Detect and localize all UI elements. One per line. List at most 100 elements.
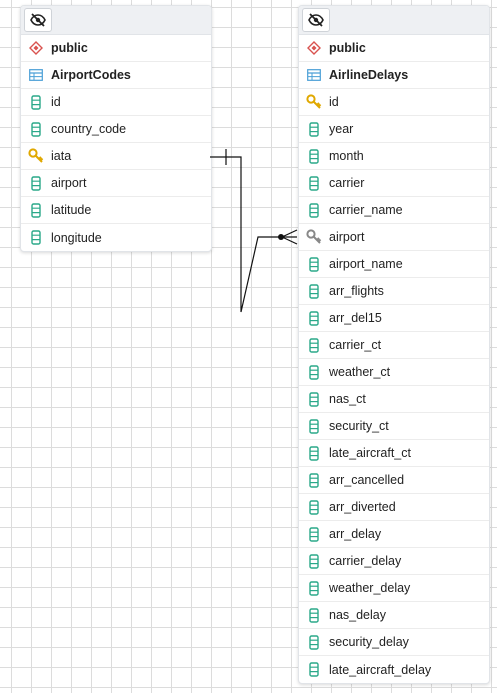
column-icon: [299, 634, 329, 650]
column-row[interactable]: airport: [21, 170, 211, 197]
column-icon: [299, 472, 329, 488]
column-icon: [299, 553, 329, 569]
column-name: late_aircraft_ct: [329, 446, 411, 460]
column-name: arr_flights: [329, 284, 384, 298]
column-row[interactable]: weather_ct: [299, 359, 489, 386]
column-row[interactable]: late_aircraft_ct: [299, 440, 489, 467]
column-row[interactable]: nas_ct: [299, 386, 489, 413]
column-icon: [299, 418, 329, 434]
table-airline-delays[interactable]: public AirlineDelays id year month carrier c…: [298, 5, 490, 684]
column-icon: [299, 121, 329, 137]
schema-row: public: [299, 35, 489, 62]
column-name: country_code: [51, 122, 127, 136]
many-cardinality-dot: [278, 234, 284, 240]
table-header: [299, 6, 489, 35]
column-name: iata: [51, 149, 72, 163]
column-name: security_delay: [329, 635, 409, 649]
column-row[interactable]: latitude: [21, 197, 211, 224]
column-row[interactable]: country_code: [21, 116, 211, 143]
column-name: arr_delay: [329, 527, 382, 541]
column-row[interactable]: carrier_name: [299, 197, 489, 224]
column-icon: [21, 94, 51, 110]
column-row[interactable]: arr_delay: [299, 521, 489, 548]
column-icon: [299, 445, 329, 461]
column-name: airport: [51, 176, 87, 190]
column-icon: [299, 526, 329, 542]
column-icon: [299, 283, 329, 299]
column-icon: [299, 202, 329, 218]
column-icon: [299, 662, 329, 677]
column-row[interactable]: arr_diverted: [299, 494, 489, 521]
column-icon: [21, 230, 51, 245]
column-row[interactable]: arr_flights: [299, 278, 489, 305]
column-icon: [299, 580, 329, 596]
column-row[interactable]: nas_delay: [299, 602, 489, 629]
column-icon: [299, 337, 329, 353]
column-name: weather_ct: [329, 365, 391, 379]
column-icon: [299, 499, 329, 515]
column-name: airport: [329, 230, 365, 244]
table-header: [21, 6, 211, 35]
column-row[interactable]: arr_cancelled: [299, 467, 489, 494]
schema-row: public: [21, 35, 211, 62]
column-name: id: [329, 95, 339, 109]
column-name: arr_diverted: [329, 500, 396, 514]
column-icon: [299, 175, 329, 191]
column-row[interactable]: year: [299, 116, 489, 143]
schema-name: public: [51, 41, 88, 55]
column-row[interactable]: iata: [21, 143, 211, 170]
column-row[interactable]: id: [299, 89, 489, 116]
column-name: airport_name: [329, 257, 403, 271]
column-name: longitude: [51, 230, 102, 245]
column-name: carrier_name: [329, 203, 403, 217]
column-icon: [21, 175, 51, 191]
schema-icon: [21, 41, 51, 55]
column-name: id: [51, 95, 61, 109]
relationship-path: [210, 156, 297, 313]
column-row[interactable]: carrier_delay: [299, 548, 489, 575]
column-row[interactable]: security_ct: [299, 413, 489, 440]
column-name: month: [329, 149, 364, 163]
column-name: late_aircraft_delay: [329, 662, 432, 677]
column-name: security_ct: [329, 419, 389, 433]
table-name: AirportCodes: [51, 68, 131, 82]
hide-eye-icon[interactable]: [302, 8, 330, 32]
column-name: latitude: [51, 203, 92, 217]
column-row[interactable]: id: [21, 89, 211, 116]
primary-key-icon: [21, 148, 51, 164]
column-icon: [299, 391, 329, 407]
column-icon: [299, 364, 329, 380]
column-name: nas_delay: [329, 608, 386, 622]
column-row[interactable]: month: [299, 143, 489, 170]
column-row[interactable]: airport: [299, 224, 489, 251]
column-row[interactable]: longitude: [21, 224, 211, 251]
table-name: AirlineDelays: [329, 68, 409, 82]
column-icon: [21, 202, 51, 218]
table-icon: [299, 69, 329, 81]
table-name-row: AirlineDelays: [299, 62, 489, 89]
hide-eye-icon[interactable]: [24, 8, 52, 32]
column-icon: [299, 148, 329, 164]
column-row[interactable]: carrier_ct: [299, 332, 489, 359]
column-row[interactable]: airport_name: [299, 251, 489, 278]
column-name: nas_ct: [329, 392, 366, 406]
foreign-key-icon: [299, 229, 329, 245]
column-icon: [299, 607, 329, 623]
column-icon: [21, 121, 51, 137]
crow-foot-upper: [281, 229, 298, 238]
column-row[interactable]: security_delay: [299, 629, 489, 656]
column-name: weather_delay: [329, 581, 411, 595]
column-name: carrier_ct: [329, 338, 382, 352]
column-row[interactable]: carrier: [299, 170, 489, 197]
column-row[interactable]: arr_del15: [299, 305, 489, 332]
column-name: carrier: [329, 176, 365, 190]
column-icon: [299, 310, 329, 326]
column-row[interactable]: weather_delay: [299, 575, 489, 602]
column-name: carrier_delay: [329, 554, 402, 568]
schema-name: public: [329, 41, 366, 55]
table-name-row: AirportCodes: [21, 62, 211, 89]
column-row[interactable]: late_aircraft_delay: [299, 656, 489, 683]
column-name: arr_cancelled: [329, 473, 405, 487]
